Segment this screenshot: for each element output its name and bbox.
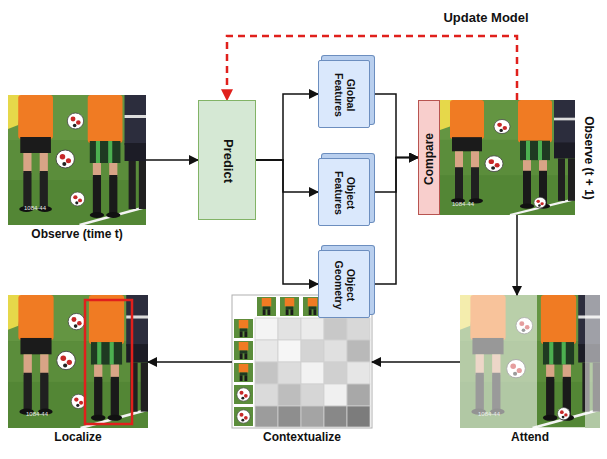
thumbnail bbox=[234, 385, 253, 404]
block-label: Object Features bbox=[333, 163, 357, 223]
thumbnail bbox=[257, 297, 276, 316]
soccer-photo bbox=[8, 295, 148, 428]
photo-time-t bbox=[8, 95, 146, 225]
flow-arrow bbox=[256, 160, 318, 192]
flow-arrow bbox=[370, 94, 418, 158]
flow-arrow bbox=[146, 159, 198, 161]
process-box: Predict bbox=[198, 100, 256, 220]
matrix-cells bbox=[255, 318, 370, 427]
caption-label: Observe (time t) bbox=[8, 228, 146, 242]
soccer-photo bbox=[8, 95, 146, 225]
block-label: Predict bbox=[221, 105, 236, 217]
feature-block: Object Features bbox=[318, 158, 370, 226]
caption-label: Attend bbox=[460, 431, 600, 445]
caption-label: Contextualize bbox=[232, 431, 372, 445]
watermark: 1084-44 bbox=[452, 201, 474, 207]
photo-time-t1 bbox=[440, 100, 575, 215]
photo-node: Localize bbox=[8, 295, 148, 451]
attention-edge bbox=[537, 427, 585, 429]
photo-node: Observe (time t) bbox=[8, 95, 146, 245]
block-label: Object Geometry bbox=[333, 255, 357, 315]
block-label: Global Features bbox=[333, 65, 357, 125]
matrix-node: Contextualize bbox=[232, 295, 372, 451]
soccer-photo bbox=[460, 295, 600, 428]
flow-arrow bbox=[256, 160, 318, 284]
flow-arrow bbox=[370, 158, 418, 193]
flow-arrow bbox=[372, 361, 460, 363]
block-label: Compare bbox=[423, 105, 437, 212]
attention-mask bbox=[460, 295, 537, 428]
flow-arrow bbox=[256, 94, 318, 160]
localize-photo bbox=[8, 295, 148, 428]
thumbnail bbox=[234, 407, 253, 426]
photo-node: Attend bbox=[460, 295, 600, 451]
edge-label: Update Model bbox=[440, 10, 531, 25]
photo-node: Observe (t + 1) bbox=[440, 100, 600, 215]
flow-arrow bbox=[370, 158, 418, 285]
caption-label: Observe (t + 1) bbox=[581, 102, 595, 213]
watermark: 1084-44 bbox=[24, 205, 46, 211]
caption-label: Localize bbox=[8, 431, 148, 445]
attention-mask bbox=[585, 295, 600, 428]
feature-block: Object Geometry bbox=[318, 250, 370, 318]
attend-photo bbox=[460, 295, 600, 428]
thumbnail bbox=[280, 297, 299, 316]
feedback-arrow bbox=[227, 36, 517, 100]
flow-arrow bbox=[148, 361, 232, 363]
thumbnail bbox=[234, 341, 253, 360]
thumbnail bbox=[234, 363, 253, 382]
connectors bbox=[146, 36, 517, 362]
feature-block: Global Features bbox=[318, 60, 370, 128]
thumbnail bbox=[234, 319, 253, 338]
flow-arrow bbox=[516, 215, 518, 295]
watermark: 1084-44 bbox=[26, 411, 48, 417]
watermark: 1084-44 bbox=[478, 411, 500, 417]
bounding-box bbox=[85, 300, 132, 424]
compare-bar: Compare bbox=[418, 100, 440, 215]
soccer-photo bbox=[440, 100, 575, 215]
